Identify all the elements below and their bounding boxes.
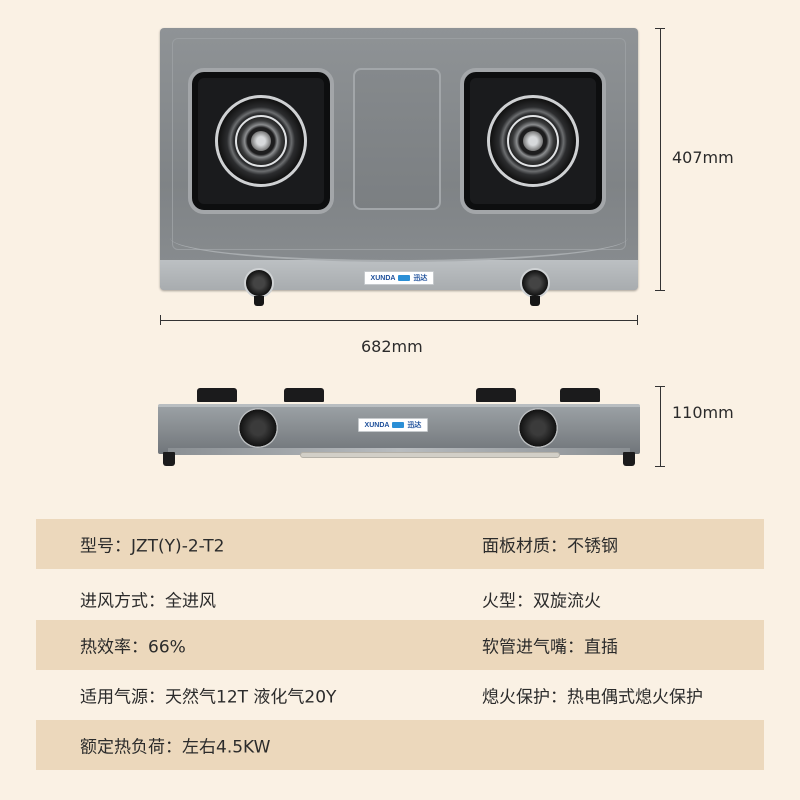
width-tick-right bbox=[637, 315, 638, 325]
pan-support-3 bbox=[476, 388, 516, 402]
foot-right bbox=[623, 452, 635, 466]
spec-flame-type: 火型：双旋流火 bbox=[482, 591, 601, 612]
brand-logo-text: XUNDA bbox=[370, 274, 396, 282]
pan-support-1 bbox=[197, 388, 237, 402]
side-brand-logo-mark bbox=[392, 422, 405, 428]
depth-label: 407mm bbox=[672, 148, 734, 167]
side-brand-logo-sub: 迅达 bbox=[407, 422, 422, 429]
right-burner-inner-ring bbox=[507, 115, 559, 167]
left-knob bbox=[244, 268, 274, 298]
spec-flameout-protection: 熄火保护：热电偶式熄火保护 bbox=[482, 687, 703, 708]
height-dimension-line bbox=[660, 386, 661, 466]
side-right-knob bbox=[518, 408, 558, 448]
right-burner-core bbox=[523, 131, 543, 151]
front-control-strip bbox=[160, 260, 638, 290]
width-dimension-line bbox=[160, 320, 638, 321]
spec-model: 型号：JZT(Y)-2-T2 bbox=[80, 536, 225, 557]
side-left-knob bbox=[238, 408, 278, 448]
pan-support-2 bbox=[284, 388, 324, 402]
foot-left bbox=[163, 452, 175, 466]
depth-tick-bottom bbox=[655, 290, 665, 291]
spec-panel-material: 面板材质：不锈钢 bbox=[482, 536, 618, 557]
pan-support-4 bbox=[560, 388, 600, 402]
gas-hose bbox=[300, 452, 560, 458]
spec-row-2: 进风方式：全进风 火型：双旋流火 bbox=[36, 574, 764, 624]
spec-row-3: 热效率：66% 软管进气嘴：直插 bbox=[36, 620, 764, 670]
right-knob bbox=[520, 268, 550, 298]
left-burner-inner-ring bbox=[235, 115, 287, 167]
side-bottom-trim bbox=[168, 448, 630, 455]
depth-dimension-line bbox=[660, 28, 661, 290]
side-brand-logo: XUNDA 迅达 bbox=[358, 418, 428, 432]
brand-logo-mark bbox=[398, 275, 411, 281]
center-panel bbox=[353, 68, 441, 210]
width-label: 682mm bbox=[361, 337, 423, 356]
spec-rated-heat-load: 额定热负荷：左右4.5KW bbox=[80, 737, 271, 758]
side-brand-logo-text: XUNDA bbox=[364, 421, 390, 429]
left-burner bbox=[188, 68, 334, 214]
spec-row-1: 型号：JZT(Y)-2-T2 面板材质：不锈钢 bbox=[36, 519, 764, 569]
right-burner bbox=[460, 68, 606, 214]
spec-row-5: 额定热负荷：左右4.5KW bbox=[36, 720, 764, 770]
left-burner-core bbox=[251, 131, 271, 151]
spec-hose-inlet: 软管进气嘴：直插 bbox=[482, 637, 618, 658]
spec-thermal-efficiency: 热效率：66% bbox=[80, 637, 186, 658]
spec-air-intake: 进风方式：全进风 bbox=[80, 591, 216, 612]
brand-logo-sub: 迅达 bbox=[413, 275, 428, 282]
height-label: 110mm bbox=[672, 403, 734, 422]
height-tick-bottom bbox=[655, 466, 665, 467]
brand-logo: XUNDA 迅达 bbox=[364, 271, 434, 285]
spec-row-4: 适用气源：天然气12T 液化气20Y 熄火保护：热电偶式熄火保护 bbox=[36, 670, 764, 720]
spec-gas-source: 适用气源：天然气12T 液化气20Y bbox=[80, 687, 337, 708]
stove-top-view: XUNDA 迅达 bbox=[160, 28, 638, 298]
